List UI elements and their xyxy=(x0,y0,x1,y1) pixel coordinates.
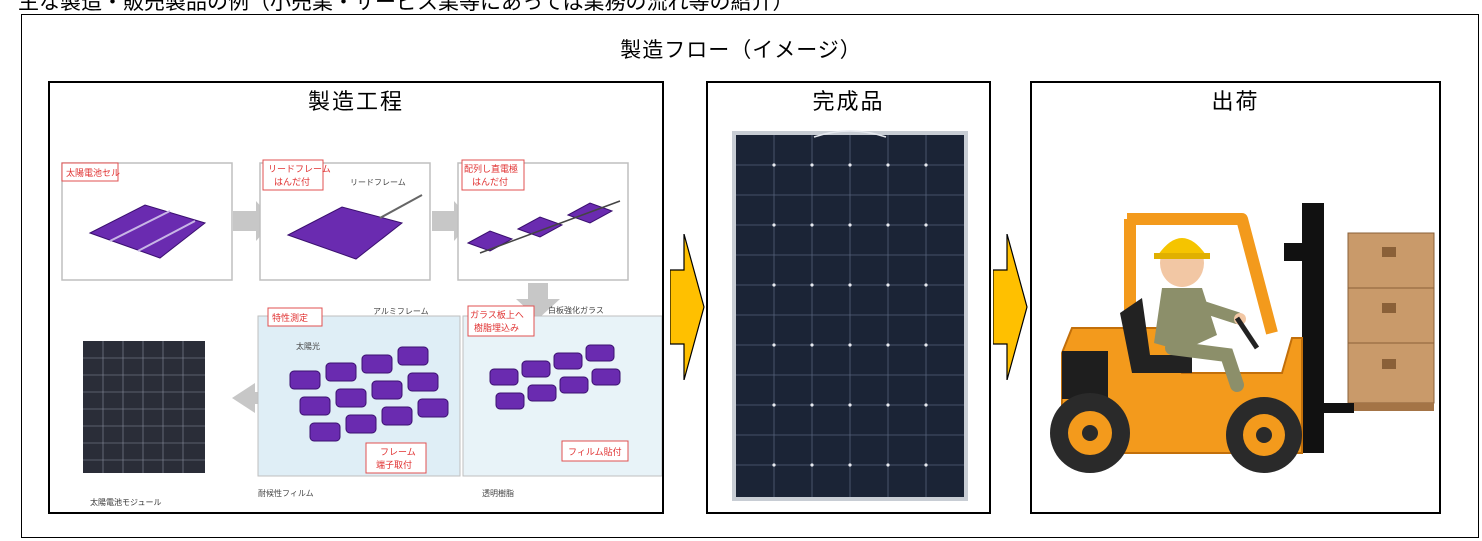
solar-panel-graphic xyxy=(708,123,989,512)
label-resin: 透明樹脂 xyxy=(482,488,514,498)
forklift-illustration xyxy=(1032,123,1439,512)
flow-title: 製造フロー（イメージ） xyxy=(620,38,862,62)
flow-frame xyxy=(21,14,1479,538)
panel-header: 出荷 xyxy=(1032,83,1439,125)
label-sunlight: 太陽光 xyxy=(296,341,320,351)
label-measure: 特性測定 xyxy=(272,312,308,324)
panel-product: 完成品 xyxy=(706,81,991,514)
step-cell-box: 太陽電池セル xyxy=(61,162,233,281)
module-photo: 太陽電池モジュール xyxy=(83,341,205,507)
label-wiring-1: 配列し直電極 xyxy=(464,163,518,175)
label-cell: 太陽電池セル xyxy=(66,167,120,179)
panel-shipping: 出荷 xyxy=(1030,81,1441,514)
cargo-boxes xyxy=(1347,232,1435,411)
label-aluminum: アルミフレーム xyxy=(373,307,429,316)
solar-panel-image xyxy=(708,123,989,512)
label-tempered-glass: 白板強化ガラス xyxy=(548,305,604,315)
label-glass-1: ガラス板上へ xyxy=(470,309,524,321)
label-module: 太陽電池モジュール xyxy=(90,497,161,507)
label-leadframe-2: はんだ付 xyxy=(274,177,310,188)
wheels xyxy=(1050,393,1302,473)
flow-arrow-1 xyxy=(670,234,705,380)
panel-header: 製造工程 xyxy=(50,83,662,125)
step-leadframe-box: リードフレーム はんだ付 リードフレーム xyxy=(259,159,431,281)
label-glass-2: 樹脂埋込み xyxy=(474,322,519,334)
process-diagram: 太陽電池セル リードフレーム はんだ付 リードフレーム 配列し直電極 はん xyxy=(50,123,662,512)
step-glass-box: ガラス板上へ 樹脂埋込み 白板強化ガラス フィルム貼付 透明樹脂 xyxy=(462,305,662,498)
label-leadframe: リードフレーム xyxy=(350,178,406,187)
panel-header: 完成品 xyxy=(708,83,989,125)
clipped-top-caption: 主な製造・販売製品の例（小売業・サービス業等にあっては業務の流れ等の紹介） xyxy=(18,0,794,14)
label-film-attach: フィルム貼付 xyxy=(568,446,622,458)
forklift-graphic xyxy=(1032,123,1439,512)
flow-arrow-2 xyxy=(993,234,1028,380)
label-frame-2: 端子取付 xyxy=(376,459,412,471)
label-leadframe-1: リードフレーム xyxy=(268,164,331,175)
label-frame-1: フレーム xyxy=(380,447,416,458)
label-weather-film: 耐候性フィルム xyxy=(258,488,314,498)
process-arrow-3 xyxy=(516,283,560,319)
step-wiring-box: 配列し直電極 はんだ付 xyxy=(457,159,629,281)
panel-process: 製造工程 太陽電池セル リードフレーム はんだ付 リードフレーム xyxy=(48,81,664,514)
process-illustration: 太陽電池セル リードフレーム はんだ付 リードフレーム 配列し直電極 はん xyxy=(50,123,662,512)
label-wiring-2: はんだ付 xyxy=(472,177,508,188)
step-measure-box: 特性測定 アルミフレーム 太陽光 フレーム 端子取付 耐候性フィルム xyxy=(257,307,461,498)
driver xyxy=(1154,238,1246,392)
